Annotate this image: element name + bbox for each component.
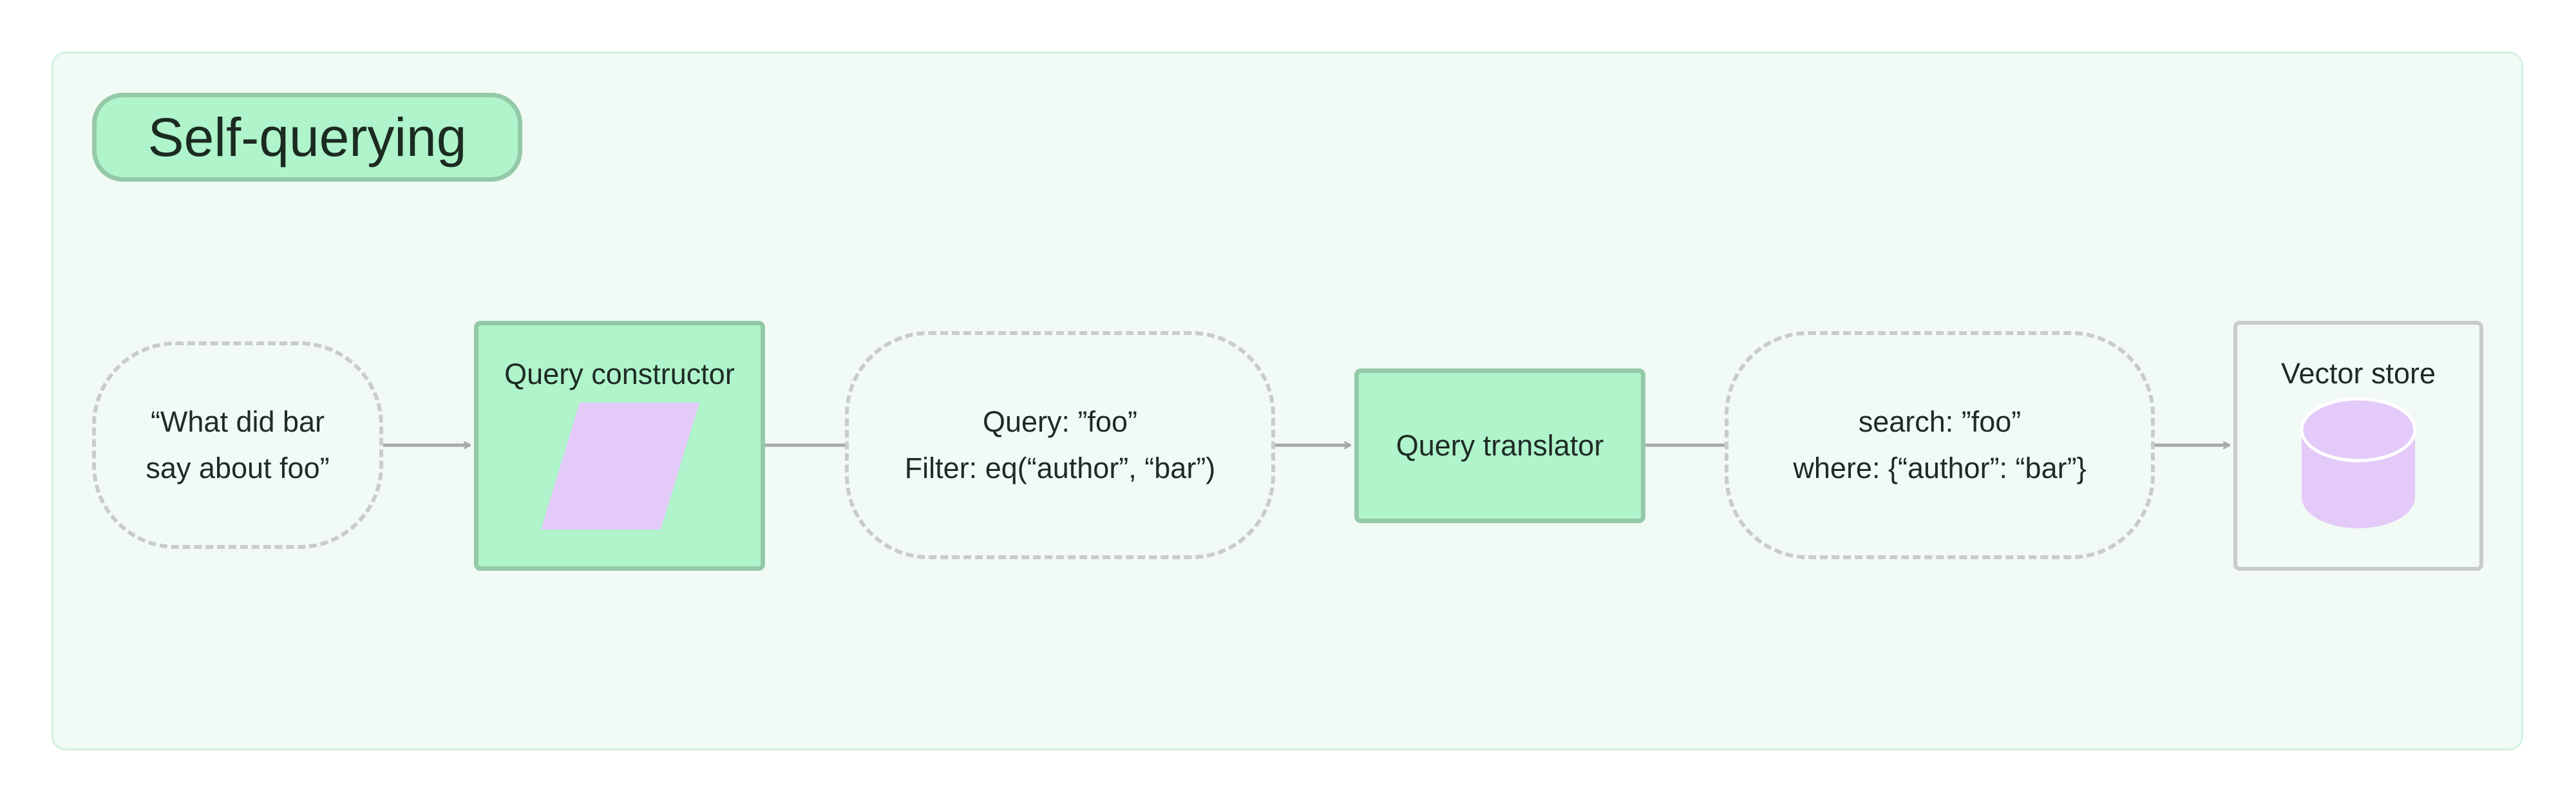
input-question-line2: say about foo”: [146, 452, 330, 484]
translated-query-node: search: ”foo” where: {“author”: “bar”}: [1725, 331, 2155, 559]
vector-store-label: Vector store: [2280, 357, 2436, 390]
query-constructor-label: Query constructor: [504, 358, 735, 390]
input-question-node: “What did bar say about foo”: [92, 341, 383, 549]
translated-query-line1: search: ”foo”: [1858, 405, 2022, 438]
llm-parallelogram-icon: [541, 403, 699, 530]
query-translator-label: Query translator: [1396, 429, 1604, 462]
structured-query-line1: Query: ”foo”: [982, 405, 1138, 438]
structured-query-node: Query: ”foo” Filter: eq(“author”, “bar”): [845, 331, 1275, 559]
vector-store-node: Vector store: [2233, 321, 2483, 571]
structured-query-line2: Filter: eq(“author”, “bar”): [904, 452, 1216, 484]
input-question-line1: “What did bar: [150, 405, 325, 438]
translated-query-line2: where: {“author”: “bar”}: [1793, 452, 2087, 484]
query-translator-node: Query translator: [1354, 368, 1645, 523]
diagram-title: Self-querying: [92, 93, 522, 182]
database-icon: [2300, 397, 2417, 528]
